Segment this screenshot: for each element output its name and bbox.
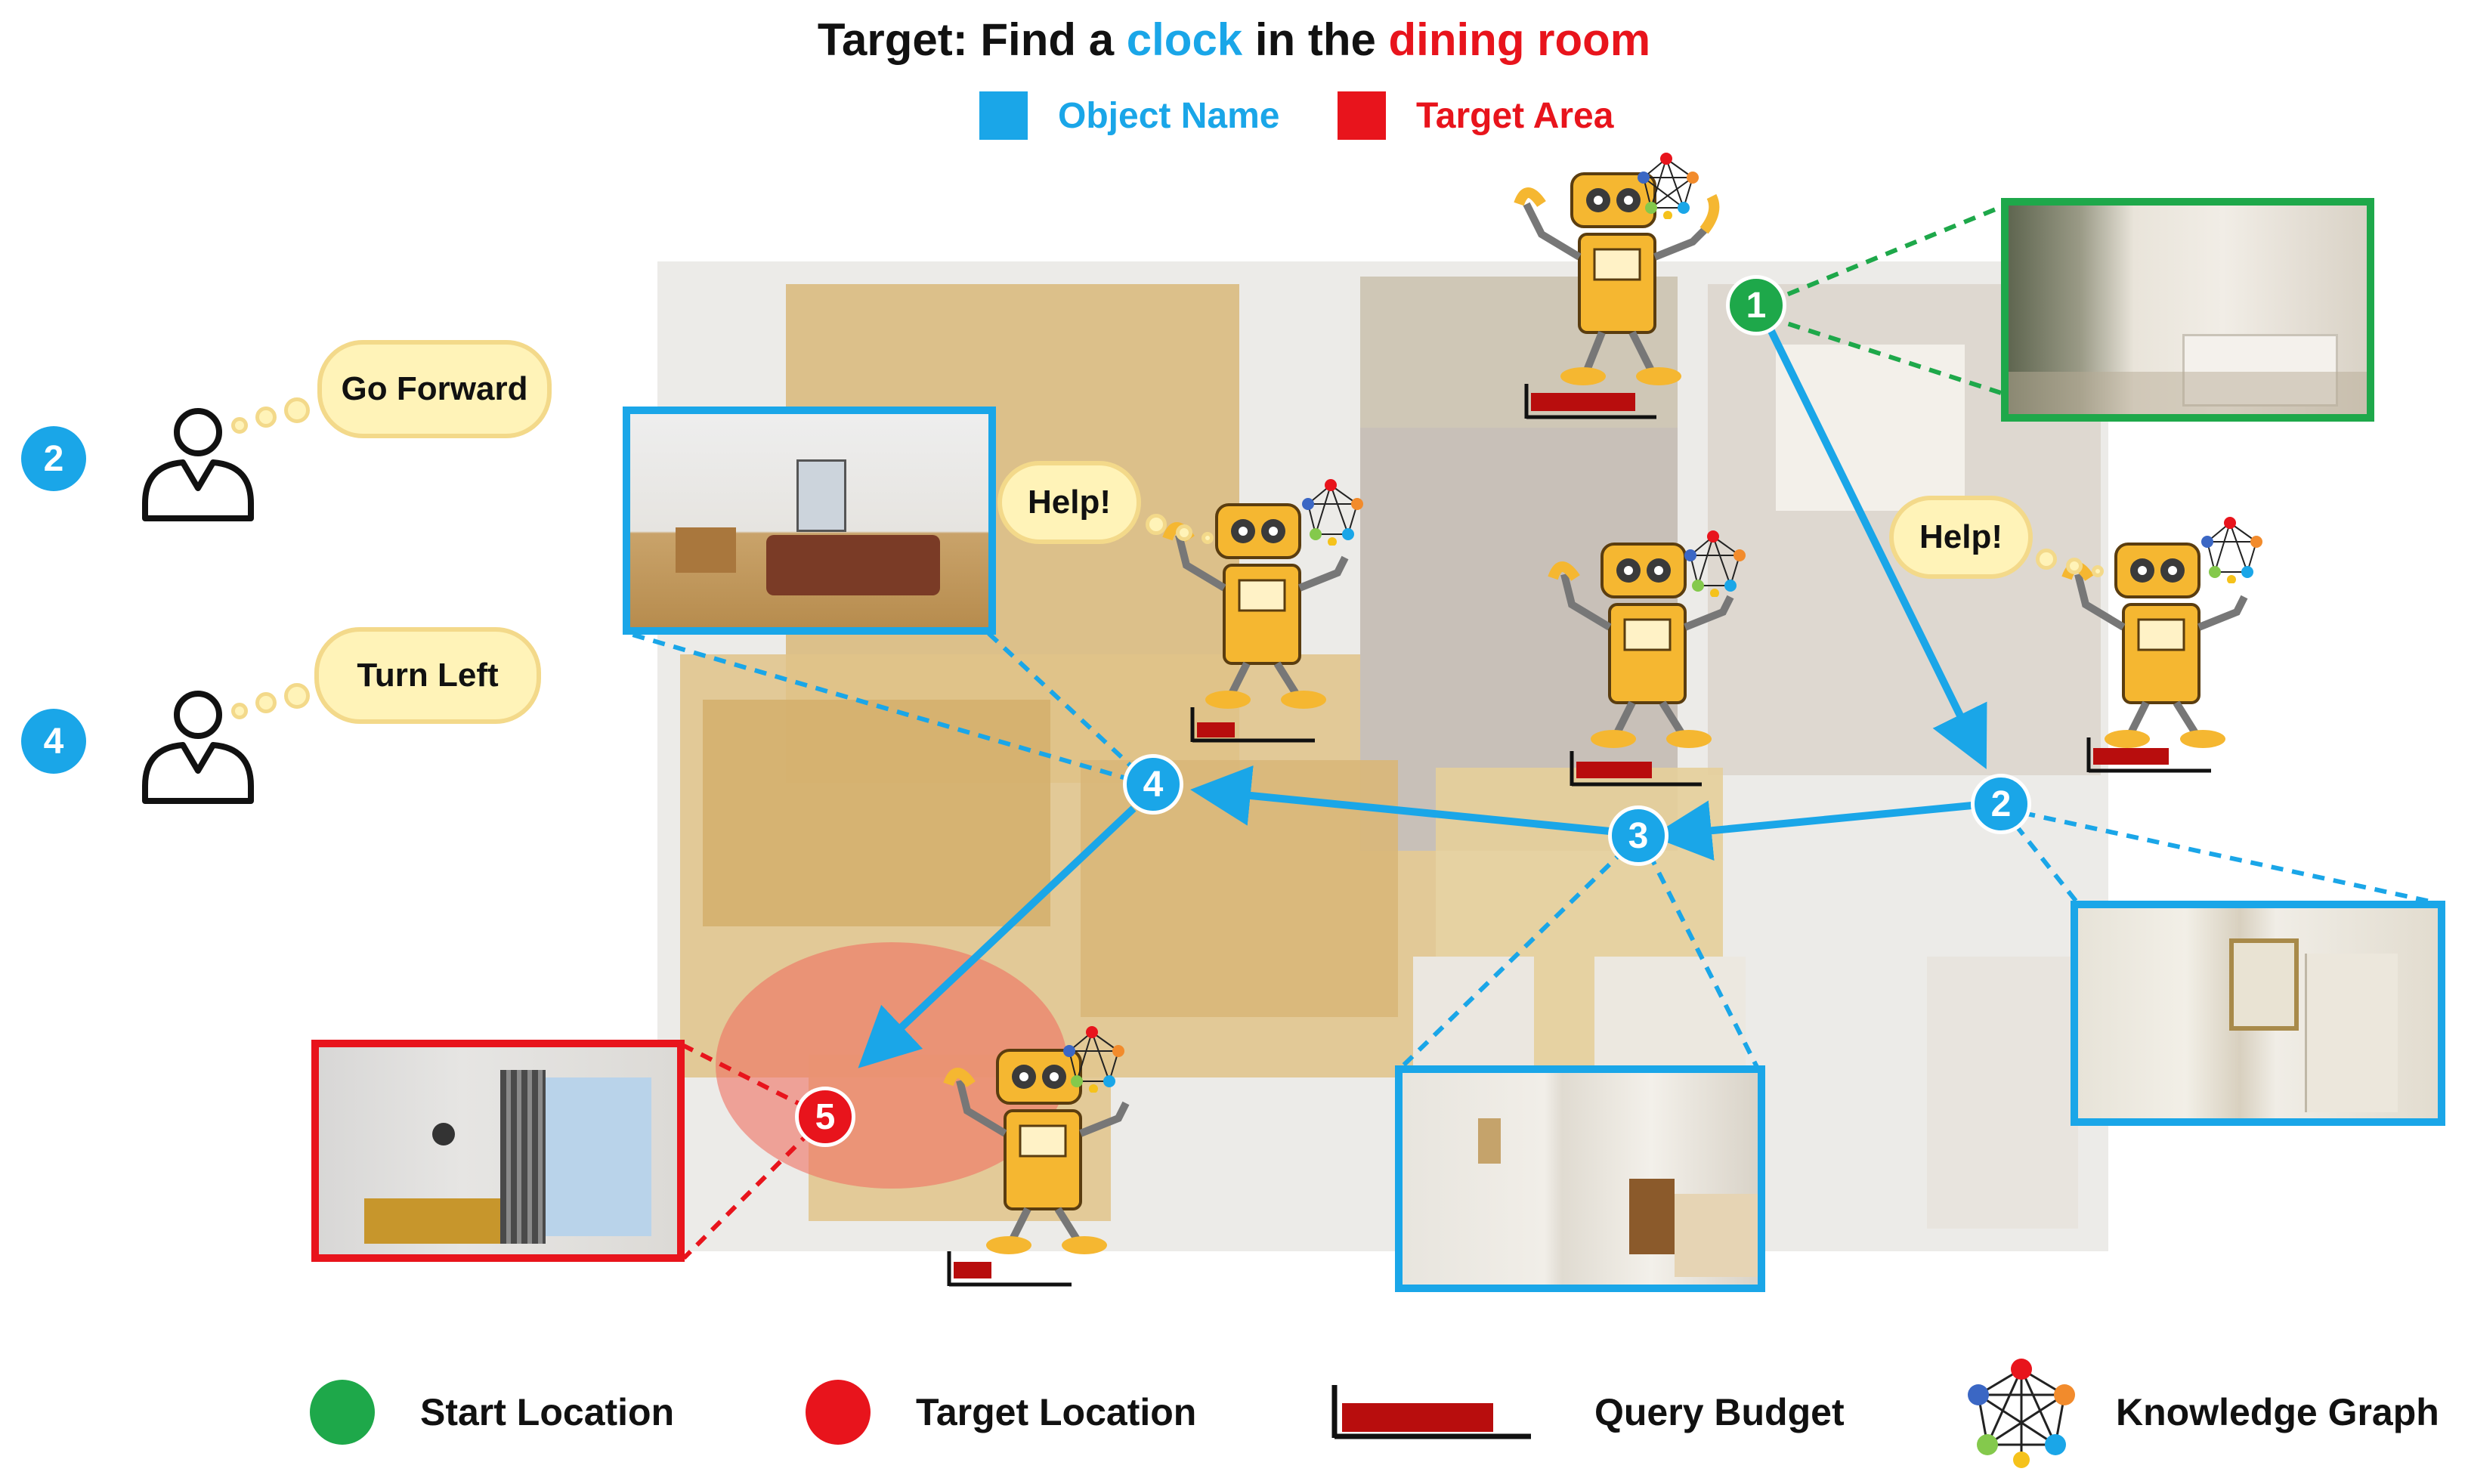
legend-object-name: Object Name — [979, 89, 1279, 142]
legend-target-area: Target Area — [1338, 89, 1613, 142]
knowledge-graph-icon — [1684, 530, 1746, 597]
knowledge-graph-icon — [2201, 517, 2262, 583]
view-thumbnail-4[interactable] — [623, 407, 996, 635]
query-budget-bar — [1570, 751, 1702, 787]
legend-target-location: Target Location — [806, 1378, 1196, 1446]
knowledge-graph-icon — [1063, 1026, 1124, 1093]
title-area: dining room — [1388, 14, 1651, 65]
target-location-icon — [806, 1380, 871, 1445]
instruction-bubble: Turn Left — [314, 627, 541, 724]
query-budget-bar — [2086, 737, 2211, 773]
view-thumbnail-2[interactable] — [2071, 901, 2445, 1126]
start-location-icon — [310, 1380, 375, 1445]
path-node-5: 5 — [795, 1087, 855, 1147]
path-node-3: 3 — [1608, 805, 1669, 866]
title-object: clock — [1126, 14, 1243, 65]
step-badge: 4 — [21, 709, 86, 774]
path-arrow-2-3 — [1651, 800, 1981, 861]
robot-icon — [1514, 172, 1720, 385]
query-budget-bar — [1190, 707, 1315, 743]
person-icon — [142, 691, 254, 804]
page-title: Target: Find a clock in the dining room — [817, 14, 1651, 65]
path-arrow-4-5 — [858, 805, 1137, 1068]
object-swatch — [979, 91, 1028, 140]
path-node-4: 4 — [1123, 754, 1183, 815]
path-node-1: 1 — [1726, 275, 1786, 335]
person-icon — [142, 408, 254, 521]
robot-icon — [1162, 503, 1349, 709]
view-thumbnail-1[interactable] — [2001, 198, 2374, 422]
robot-icon — [2061, 543, 2248, 748]
instruction-bubble: Go Forward — [317, 340, 552, 438]
help-bubble: Help! — [1889, 496, 2033, 579]
knowledge-graph-icon — [1968, 1359, 2075, 1468]
legend-knowledge-graph: Knowledge Graph — [1965, 1359, 2439, 1468]
path-arrow-1-2 — [1764, 323, 1987, 769]
help-bubble: Help! — [997, 461, 1141, 544]
query-budget-icon — [1331, 1385, 1531, 1439]
view-thumbnail-5[interactable] — [311, 1040, 685, 1262]
robot-icon — [1548, 543, 1734, 748]
query-budget-bar — [1524, 384, 1656, 419]
knowledge-graph-icon — [1638, 153, 1699, 219]
legend-query-budget: Query Budget — [1330, 1378, 1845, 1446]
legend-start-location: Start Location — [310, 1378, 674, 1446]
path-node-2: 2 — [1971, 774, 2031, 834]
area-swatch — [1338, 91, 1386, 140]
view-thumbnail-3[interactable] — [1395, 1065, 1765, 1292]
robot-icon — [943, 1049, 1130, 1254]
knowledge-graph-icon — [1302, 479, 1363, 546]
path-arrow-3-4 — [1190, 765, 1610, 835]
query-budget-bar — [947, 1251, 1072, 1287]
step-badge: 2 — [21, 426, 86, 491]
